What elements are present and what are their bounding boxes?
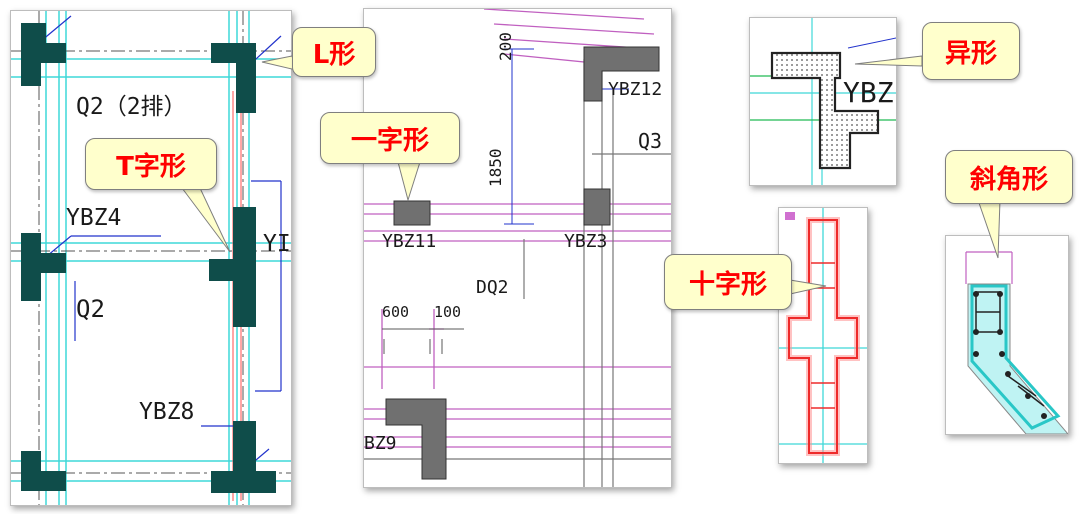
column-l-top-right (211, 43, 256, 113)
label-q3: Q3 (638, 129, 663, 153)
cross-shape-panel (778, 207, 868, 464)
dim-100: 100 (434, 303, 462, 321)
column-ybz11 (393, 200, 431, 226)
callout-oblique: 斜角形 (945, 150, 1073, 204)
column-ybz3 (583, 188, 611, 226)
column-t-bottom-right (211, 421, 276, 493)
callout-straight: 一字形 (320, 112, 460, 164)
label-q2: Q2 (76, 295, 105, 323)
dim-200: 200 (496, 32, 515, 61)
oblique-shape-drawing (965, 251, 1068, 434)
special-shape-drawing (750, 18, 896, 185)
special-shape-panel: YBZ (749, 17, 897, 186)
column-t-middle-right (209, 207, 256, 327)
label-yi-cut: YI (263, 231, 291, 257)
dim-1850: 1850 (486, 148, 505, 187)
label-dq2: DQ2 (476, 277, 509, 298)
column-l-top-left (21, 23, 66, 86)
cross-column-shape (788, 219, 858, 454)
oblique-shape-panel (945, 235, 1069, 435)
dim-600: 600 (382, 303, 410, 321)
label-ybz11: YBZ11 (382, 231, 437, 252)
detail-plan-panel: 200 1850 YBZ12 Q3 YBZ11 YBZ3 DQ2 600 100… (363, 8, 672, 488)
label-ybz12: YBZ12 (608, 79, 663, 100)
label-bz9: BZ9 (364, 433, 397, 454)
special-column-shape (770, 51, 880, 170)
column-t-middle-left (21, 233, 66, 301)
callout-cross: 十字形 (664, 254, 792, 310)
floor-plan-drawing (11, 11, 291, 505)
column-ybz12 (583, 46, 660, 102)
cross-shape-drawing (779, 208, 867, 463)
label-ybz-special: YBZ (843, 76, 894, 109)
oblique-column-shape (970, 284, 1061, 430)
callout-special: 异形 (922, 22, 1020, 80)
column-bottom-left (21, 451, 66, 491)
callout-l-shape: L形 (292, 27, 376, 77)
floor-plan-panel: Q2（2排） YBZ4 Q2 YBZ8 YI (10, 10, 292, 506)
column-bz9 (385, 398, 447, 480)
label-q2-double: Q2（2排） (76, 94, 187, 120)
callout-t-shape: T字形 (85, 138, 217, 190)
label-ybz4: YBZ4 (66, 205, 122, 231)
detail-plan-drawing (364, 9, 671, 487)
label-ybz3: YBZ3 (564, 231, 608, 252)
label-ybz8: YBZ8 (139, 399, 195, 425)
